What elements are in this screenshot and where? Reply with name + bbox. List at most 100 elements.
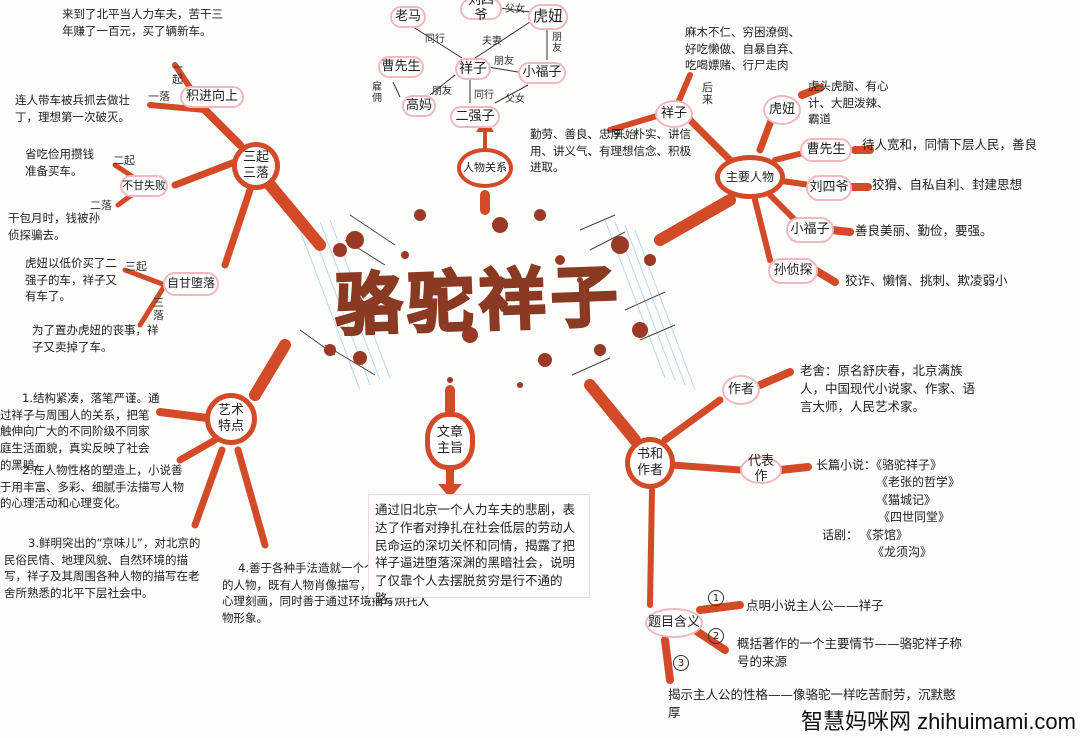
hub-relations[interactable]: 人物关系: [457, 148, 513, 188]
node-third-stage[interactable]: 自甘堕落: [163, 272, 219, 296]
edge-label: 夫妻: [482, 36, 502, 47]
node-xiaofuzi[interactable]: 小福子: [786, 217, 834, 243]
later-label: 后来: [702, 81, 713, 107]
title-meaning-2: 概括著作的一个主要情节——骆驼祥子称号的来源: [737, 636, 963, 670]
ink-dots: [324, 209, 656, 388]
hub-label: 人物关系: [463, 160, 507, 174]
work-item: 《茶馆》: [866, 527, 909, 542]
number-3-icon: 3: [673, 655, 689, 671]
hub-three-ups-downs[interactable]: 三起三落: [232, 142, 280, 190]
node-label: 祥子: [660, 105, 687, 121]
edge-label: 父女: [505, 4, 525, 15]
hub-label: 主要人物: [725, 169, 774, 184]
third-up-label: 三起: [125, 260, 147, 273]
hub-main-characters[interactable]: 主要人物: [715, 155, 785, 199]
first-up-label: 一起: [172, 61, 183, 87]
watermark: 智慧妈咪网 zhihuimami.com: [800, 709, 1076, 734]
person-huniu[interactable]: 虎妞: [528, 4, 568, 30]
relation-lines: [392, 7, 548, 104]
first-down-label: 一落: [148, 90, 170, 103]
work-item: 《骆驼祥子》: [876, 458, 943, 472]
person-liusiye[interactable]: 刘四爷: [460, 0, 502, 23]
first-up-text: 来到了北平当人力车夫，苦干三年赚了一百元，买了辆新车。: [62, 7, 223, 38]
work-item: 《老张的哲学》: [876, 475, 961, 490]
hub-art-features[interactable]: 艺术特点: [205, 393, 257, 445]
node-title-meaning[interactable]: 题目含义: [645, 608, 703, 638]
person-xiangzi[interactable]: 祥子: [455, 58, 491, 80]
huniu-desc: 虎头虎脑、有心计、大胆泼辣、霸道: [808, 79, 889, 127]
node-label: 刘四爷: [809, 179, 849, 195]
node-label: 不甘失败: [122, 178, 166, 192]
author-text: 老舍：原名舒庆春，北京满族人，中国现代小说家、作家、语言大师，人民艺术家。: [800, 363, 976, 415]
art-feature-1: 1.结构紧凑，落笔严谨。通过祥子与周围人的关系，把笔触伸向广大的不同阶级不同家庭…: [0, 391, 160, 472]
person-name: 二强子: [455, 108, 495, 124]
node-works[interactable]: 代表作: [740, 454, 782, 484]
sunzhentan-desc: 狡诈、懒惰、挑刺、欺凌弱小: [845, 273, 1008, 288]
person-name: 老马: [394, 8, 421, 24]
work-item: 《猫城记》: [876, 492, 937, 507]
node-label: 孙侦探: [773, 262, 813, 278]
number-2-icon: 2: [708, 628, 724, 644]
node-label: 积进向上: [185, 88, 238, 104]
second-down-text: 干包月时，钱被孙侦探骗去。: [8, 211, 100, 242]
hub-theme[interactable]: 文章主旨: [425, 412, 475, 470]
person-name: 曹先生: [381, 58, 421, 74]
work-item: 《龙须沟》: [872, 544, 933, 559]
person-caoxiansheng[interactable]: 曹先生: [378, 56, 424, 78]
title-meaning-3: 揭示主人公的性格——像骆驼一样吃苦耐劳，沉默憨厚: [668, 687, 956, 721]
edge-label: 父女: [505, 94, 525, 105]
hub-book-author[interactable]: 书和作者: [625, 437, 675, 489]
person-erqiangzi[interactable]: 二强子: [450, 106, 500, 128]
second-up-text: 省吃俭用攒钱准备买车。: [25, 147, 94, 178]
liusiye-desc: 狡猾、自私自利、封建思想: [872, 177, 1023, 192]
node-label: 代表作: [747, 454, 774, 484]
xiaofuzi-desc: 善良美丽、勤俭，要强。: [855, 223, 993, 238]
node-label: 小福子: [790, 221, 830, 237]
hub-label: 书和作者: [636, 447, 663, 478]
edge-label: 朋友: [494, 56, 514, 67]
node-author[interactable]: 作者: [722, 375, 760, 405]
edge-label: 同行: [425, 34, 445, 45]
edge-label: 同行: [474, 90, 494, 101]
arrow-down-icon: [438, 484, 462, 498]
hub-label: 文章主旨: [436, 425, 463, 456]
second-up-label: 二起: [113, 154, 135, 167]
person-gaoma[interactable]: 高妈: [402, 95, 436, 117]
caoxiansheng-desc: 待人宽和，同情下层人民，善良: [862, 137, 1038, 152]
works-list: 长篇小说：《骆驼祥子》 《老张的哲学》 《猫城记》 《四世同堂》 话剧：《茶馆》…: [816, 457, 960, 561]
node-first-stage[interactable]: 积进向上: [180, 86, 244, 108]
first-down-text: 连人带车被兵抓去做壮丁，理想第一次破灭。: [15, 93, 130, 124]
node-label: 自甘堕落: [166, 276, 215, 291]
art-feature-3: 3.鲜明突出的“京味儿”，对北京的民俗民情、地理风貌、自然环境的描写，祥子及其周…: [4, 536, 201, 601]
title-meaning-1: 点明小说主人公——祥子: [746, 598, 884, 613]
person-name: 小福子: [522, 64, 562, 80]
work-item: 《四世同堂》: [878, 510, 951, 525]
node-sunzhentan[interactable]: 孙侦探: [768, 258, 818, 284]
xiangzi-later-text: 麻木不仁、穷困潦倒、好吃懒做、自暴自弃、吃喝嫖赌、行尸走肉: [685, 25, 800, 73]
node-label: 虎妞: [768, 101, 795, 117]
person-name: 高妈: [405, 97, 432, 113]
node-huniu[interactable]: 虎妞: [763, 95, 801, 125]
node-xiangzi[interactable]: 祥子: [655, 100, 693, 128]
hub-label: 艺术特点: [217, 403, 244, 434]
node-liusiye[interactable]: 刘四爷: [806, 175, 852, 201]
node-second-stage[interactable]: 不甘失败: [120, 175, 168, 197]
third-up-text: 虎妞以低价买了二强子的车，祥子又有车了。: [25, 256, 117, 304]
node-label: 题目含义: [647, 614, 700, 630]
edge-label: 朋友: [432, 86, 452, 97]
node-label: 曹先生: [806, 141, 846, 157]
third-down-label: 三落: [153, 296, 164, 323]
node-caoxiansheng[interactable]: 曹先生: [800, 138, 852, 162]
second-down-label: 二落: [90, 199, 112, 212]
node-label: 作者: [727, 381, 754, 397]
hub-label: 三起三落: [242, 150, 269, 181]
theme-text: 通过旧北京一个人力车夫的悲剧，表达了作者对挣扎在社会低层的劳动人民命运的深切关怀…: [375, 502, 576, 606]
start-label: 开始: [614, 128, 636, 141]
edge-label: 雇佣: [372, 82, 382, 104]
dramas-label: 话剧：: [822, 527, 859, 542]
number-1-icon: 1: [708, 590, 724, 606]
third-down-text: 为了置办虎妞的丧事，祥子又卖掉了车。: [32, 323, 159, 354]
person-laoma[interactable]: 老马: [390, 6, 426, 28]
art-feature-2: 2.在人物性格的塑造上，小说善于用丰富、多彩、细腻手法描写人物的心理活动和心理变…: [0, 463, 184, 511]
person-xiaofuzi[interactable]: 小福子: [518, 62, 566, 84]
